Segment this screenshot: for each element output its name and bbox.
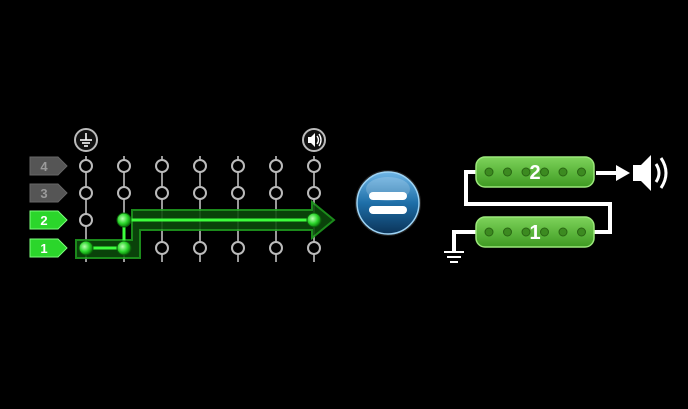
matrix-node[interactable] <box>117 186 131 200</box>
matrix-node[interactable] <box>155 241 169 255</box>
pickup-label: 2 <box>529 162 540 184</box>
pickup-pole <box>503 227 512 237</box>
matrix-node[interactable] <box>231 159 245 173</box>
row-tag-3[interactable]: 3 <box>29 183 68 203</box>
pickup-pole <box>558 227 568 237</box>
matrix-node-active[interactable] <box>116 240 132 256</box>
matrix-node-active[interactable] <box>78 240 94 256</box>
pickup-pole <box>577 227 586 237</box>
matrix-node[interactable] <box>269 159 283 173</box>
pickup-pole <box>540 167 549 177</box>
equals-icon <box>369 192 407 214</box>
pickup-pole <box>484 227 494 237</box>
matrix-node[interactable] <box>79 186 93 200</box>
row-tag-label: 1 <box>40 241 47 256</box>
schematic-wires <box>452 170 618 252</box>
pickup-pole <box>503 167 512 177</box>
row-tag-label: 2 <box>40 213 47 228</box>
matrix-node[interactable] <box>193 186 207 200</box>
matrix-node[interactable] <box>269 241 283 255</box>
matrix-node[interactable] <box>307 241 321 255</box>
row-tag-1[interactable]: 1 <box>29 238 68 258</box>
matrix-node[interactable] <box>269 186 283 200</box>
matrix-node[interactable] <box>117 159 131 173</box>
matrix-node[interactable] <box>307 186 321 200</box>
matrix-nodes <box>78 159 322 256</box>
pickup-pole <box>558 167 568 177</box>
arrow-icon <box>616 165 630 181</box>
speaker-icon <box>302 128 326 152</box>
matrix-node[interactable] <box>79 213 93 227</box>
pickup-pole <box>484 167 494 177</box>
speaker-icon <box>633 155 668 191</box>
row-tags: 4 3 2 1 <box>29 156 68 258</box>
matrix-node-active[interactable] <box>116 212 132 228</box>
matrix-node[interactable] <box>79 159 93 173</box>
ground-icon <box>74 128 98 152</box>
row-tag-label: 3 <box>40 186 47 201</box>
row-tag-4[interactable]: 4 <box>29 156 68 176</box>
matrix-node[interactable] <box>307 159 321 173</box>
ground-icon <box>444 251 464 263</box>
matrix-node[interactable] <box>193 241 207 255</box>
pickup-pole <box>521 227 531 237</box>
pickup-pole <box>577 167 586 177</box>
row-tag-label: 4 <box>40 159 48 174</box>
matrix-node[interactable] <box>231 186 245 200</box>
equals-button[interactable] <box>355 170 421 236</box>
row-tag-2[interactable]: 2 <box>29 210 68 230</box>
pickup-1: 1 <box>475 216 595 248</box>
pickup-2: 2 <box>475 156 595 188</box>
pickup-pole <box>540 227 549 237</box>
active-wire <box>75 199 336 259</box>
pickup-pole <box>521 167 531 177</box>
matrix-node[interactable] <box>193 159 207 173</box>
matrix-node-active[interactable] <box>306 212 322 228</box>
matrix-node[interactable] <box>231 241 245 255</box>
schematic: 21 <box>444 155 668 263</box>
matrix-node[interactable] <box>155 186 169 200</box>
pickup-label: 1 <box>529 222 540 244</box>
matrix-node[interactable] <box>155 159 169 173</box>
